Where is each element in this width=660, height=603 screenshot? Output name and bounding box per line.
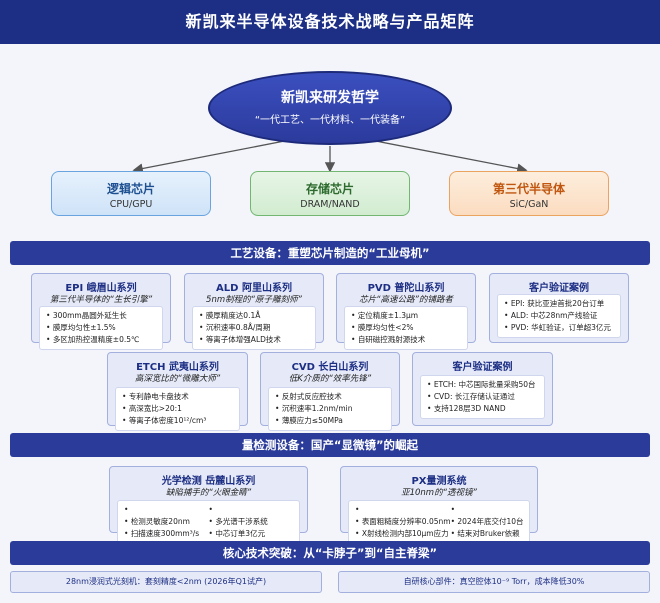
card-optical-inspection: 光学检测 岳麓山系列 缺陷捕手的“火眼金睛” 检测灵敏度20nm 扫描速度300…: [109, 466, 308, 544]
connector-logic: [132, 137, 301, 174]
connector-third: [359, 137, 528, 174]
list-item: 检测灵敏度20nm: [124, 516, 209, 528]
card-pvd-title: PVD 普陀山系列: [367, 283, 445, 294]
chip-third-sub: SiC/GaN: [509, 199, 549, 210]
card-pvd-subtitle: 芯片“高速公路”的铺路者: [359, 295, 453, 305]
card-customer-case-2: 客户验证案例 ETCH: 中芯国际批量采购50台 CVD: 长江存储认证通过 支…: [412, 352, 553, 426]
list-item: EPI: 获比亚迪首批20台订单: [504, 298, 614, 310]
card-pvd-list: 定位精度±1.3μm 膜厚均匀性<2% 自研磁控溅射源技术: [344, 306, 468, 350]
list-item: X射线检测内部10μm应力: [355, 528, 451, 540]
card-epi-title: EPI 峨眉山系列: [65, 283, 137, 294]
card-etch-subtitle: 高深宽比的“微雕大师”: [134, 374, 221, 384]
list-item: 膜厚均匀性<2%: [351, 322, 461, 334]
card-optical-subtitle: 缺陷捕手的“火眼金睛”: [165, 488, 252, 498]
list-item: 支持128层3D NAND: [427, 403, 538, 415]
card-cvd-title: CVD 长白山系列: [291, 362, 369, 373]
card-px-metrology: PX量测系统 亚10nm的“透视镜” 表面粗糙度分辨率0.05nm X射线检测内…: [340, 466, 538, 544]
card-epi-list: 300mm晶圆外延生长 膜厚均匀性±1.5% 多区加热控温精度±0.5℃: [39, 306, 163, 350]
footer-core-parts: 自研核心部件：真空腔体10⁻⁹ Torr，成本降低30%: [338, 571, 650, 593]
list-item: 等离子体密度10¹²/cm³: [122, 415, 233, 427]
chip-storage-sub: DRAM/NAND: [300, 199, 360, 210]
card-case1-title: 客户验证案例: [529, 283, 589, 294]
card-ald: ALD 阿里山系列 5nm制程的“原子雕刻师” 膜厚精度达0.1Å 沉积速率0.…: [184, 273, 324, 350]
chip-third-title: 第三代半导体: [492, 182, 565, 196]
card-ald-subtitle: 5nm制程的“原子雕刻师”: [206, 295, 302, 305]
footer-lithography: 28nm浸润式光刻机：套刻精度<2nm (2026年Q1试产): [10, 571, 322, 593]
card-px-title: PX量测系统: [411, 476, 467, 487]
list-item: ALD: 中芯28nm产线验证: [504, 310, 614, 322]
chip-logic: 逻辑芯片 CPU/GPU: [51, 171, 211, 216]
card-etch-list: 专利静电卡盘技术 高深宽比>20:1 等离子体密度10¹²/cm³: [115, 387, 240, 431]
list-item: CVD: 长江存储认证通过: [427, 391, 538, 403]
card-etch-title: ETCH 武夷山系列: [136, 362, 219, 373]
header-bar: 新凯来半导体设备技术战略与产品矩阵: [0, 0, 660, 44]
card-ald-title: ALD 阿里山系列: [216, 283, 292, 294]
list-item: 沉积速率0.8Å/周期: [199, 322, 309, 334]
list-item: 专利静电卡盘技术: [122, 391, 233, 403]
list-item: 结束对Bruker依赖: [451, 528, 524, 540]
list-item: 定位精度±1.3μm: [351, 310, 461, 322]
list-item: 高深宽比>20:1: [122, 403, 233, 415]
list-item: 膜厚均匀性±1.5%: [46, 322, 156, 334]
list-item: 等离子体增强ALD技术: [199, 334, 309, 346]
section-core-bar: 核心技术突破：从“卡脖子”到“自主脊梁”: [10, 541, 650, 565]
chip-storage: 存储芯片 DRAM/NAND: [250, 171, 410, 216]
card-px-subtitle: 亚10nm的“透视镜”: [401, 488, 477, 498]
list-item: 中芯订单3亿元: [209, 528, 294, 540]
card-optical-list: 检测灵敏度20nm 扫描速度300mm³/s 多光谱干涉系统 中芯订单3亿元: [117, 500, 300, 544]
card-case1-list: EPI: 获比亚迪首批20台订单 ALD: 中芯28nm产线验证 PVD: 华虹…: [497, 294, 621, 338]
card-case2-list: ETCH: 中芯国际批量采购50台 CVD: 长江存储认证通过 支持128层3D…: [420, 375, 545, 419]
list-item: 沉积速率1.2nm/min: [275, 403, 385, 415]
list-item: 薄膜应力≤50MPa: [275, 415, 385, 427]
card-pvd: PVD 普陀山系列 芯片“高速公路”的铺路者 定位精度±1.3μm 膜厚均匀性<…: [336, 273, 476, 350]
list-item: PVD: 华虹验证，订单超3亿元: [504, 322, 614, 334]
card-cvd: CVD 长白山系列 低K介质的“效率先锋” 反射式反应腔技术 沉积速率1.2nm…: [260, 352, 400, 431]
list-item: 2024年底交付10台: [451, 516, 523, 528]
chip-storage-title: 存储芯片: [305, 182, 354, 196]
list-item: 扫描速度300mm³/s: [124, 528, 209, 540]
page-title: 新凯来半导体设备技术战略与产品矩阵: [185, 12, 475, 31]
list-item: ETCH: 中芯国际批量采购50台: [427, 379, 538, 391]
card-case2-title: 客户验证案例: [452, 362, 513, 373]
list-item: 多光谱干涉系统: [209, 516, 294, 528]
card-cvd-list: 反射式反应腔技术 沉积速率1.2nm/min 薄膜应力≤50MPa: [268, 387, 392, 431]
card-epi-subtitle: 第三代半导体的“生长引擎”: [49, 295, 153, 305]
list-item: 反射式反应腔技术: [275, 391, 385, 403]
chip-logic-title: 逻辑芯片: [106, 182, 155, 196]
card-cvd-subtitle: 低K介质的“效率先锋”: [288, 374, 372, 384]
card-customer-case-1: 客户验证案例 EPI: 获比亚迪首批20台订单 ALD: 中芯28nm产线验证 …: [489, 273, 629, 343]
list-item: 自研磁控溅射源技术: [351, 334, 461, 346]
card-px-list: 表面粗糙度分辨率0.05nm X射线检测内部10μm应力 2024年底交付10台…: [348, 500, 530, 544]
list-item: 300mm晶圆外延生长: [46, 310, 156, 322]
card-etch: ETCH 武夷山系列 高深宽比的“微雕大师” 专利静电卡盘技术 高深宽比>20:…: [107, 352, 248, 431]
card-optical-title: 光学检测 岳麓山系列: [161, 476, 256, 487]
philosophy-ellipse: 新凯来研发哲学 “一代工艺、一代材料、一代装备”: [208, 71, 452, 145]
philosophy-subtitle: “一代工艺、一代材料、一代装备”: [254, 115, 406, 126]
philosophy-title: 新凯来研发哲学: [281, 90, 379, 106]
chip-third-gen: 第三代半导体 SiC/GaN: [449, 171, 609, 216]
card-epi: EPI 峨眉山系列 第三代半导体的“生长引擎” 300mm晶圆外延生长 膜厚均匀…: [31, 273, 171, 350]
section-process-bar: 工艺设备：重塑芯片制造的“工业母机”: [10, 241, 650, 265]
list-item: 表面粗糙度分辨率0.05nm: [355, 516, 451, 528]
section-metrology-bar: 量检测设备：国产“显微镜”的崛起: [10, 433, 650, 457]
card-ald-list: 膜厚精度达0.1Å 沉积速率0.8Å/周期 等离子体增强ALD技术: [192, 306, 316, 350]
chip-logic-sub: CPU/GPU: [109, 199, 153, 210]
list-item: 膜厚精度达0.1Å: [199, 310, 309, 322]
list-item: 多区加热控温精度±0.5℃: [46, 334, 156, 346]
